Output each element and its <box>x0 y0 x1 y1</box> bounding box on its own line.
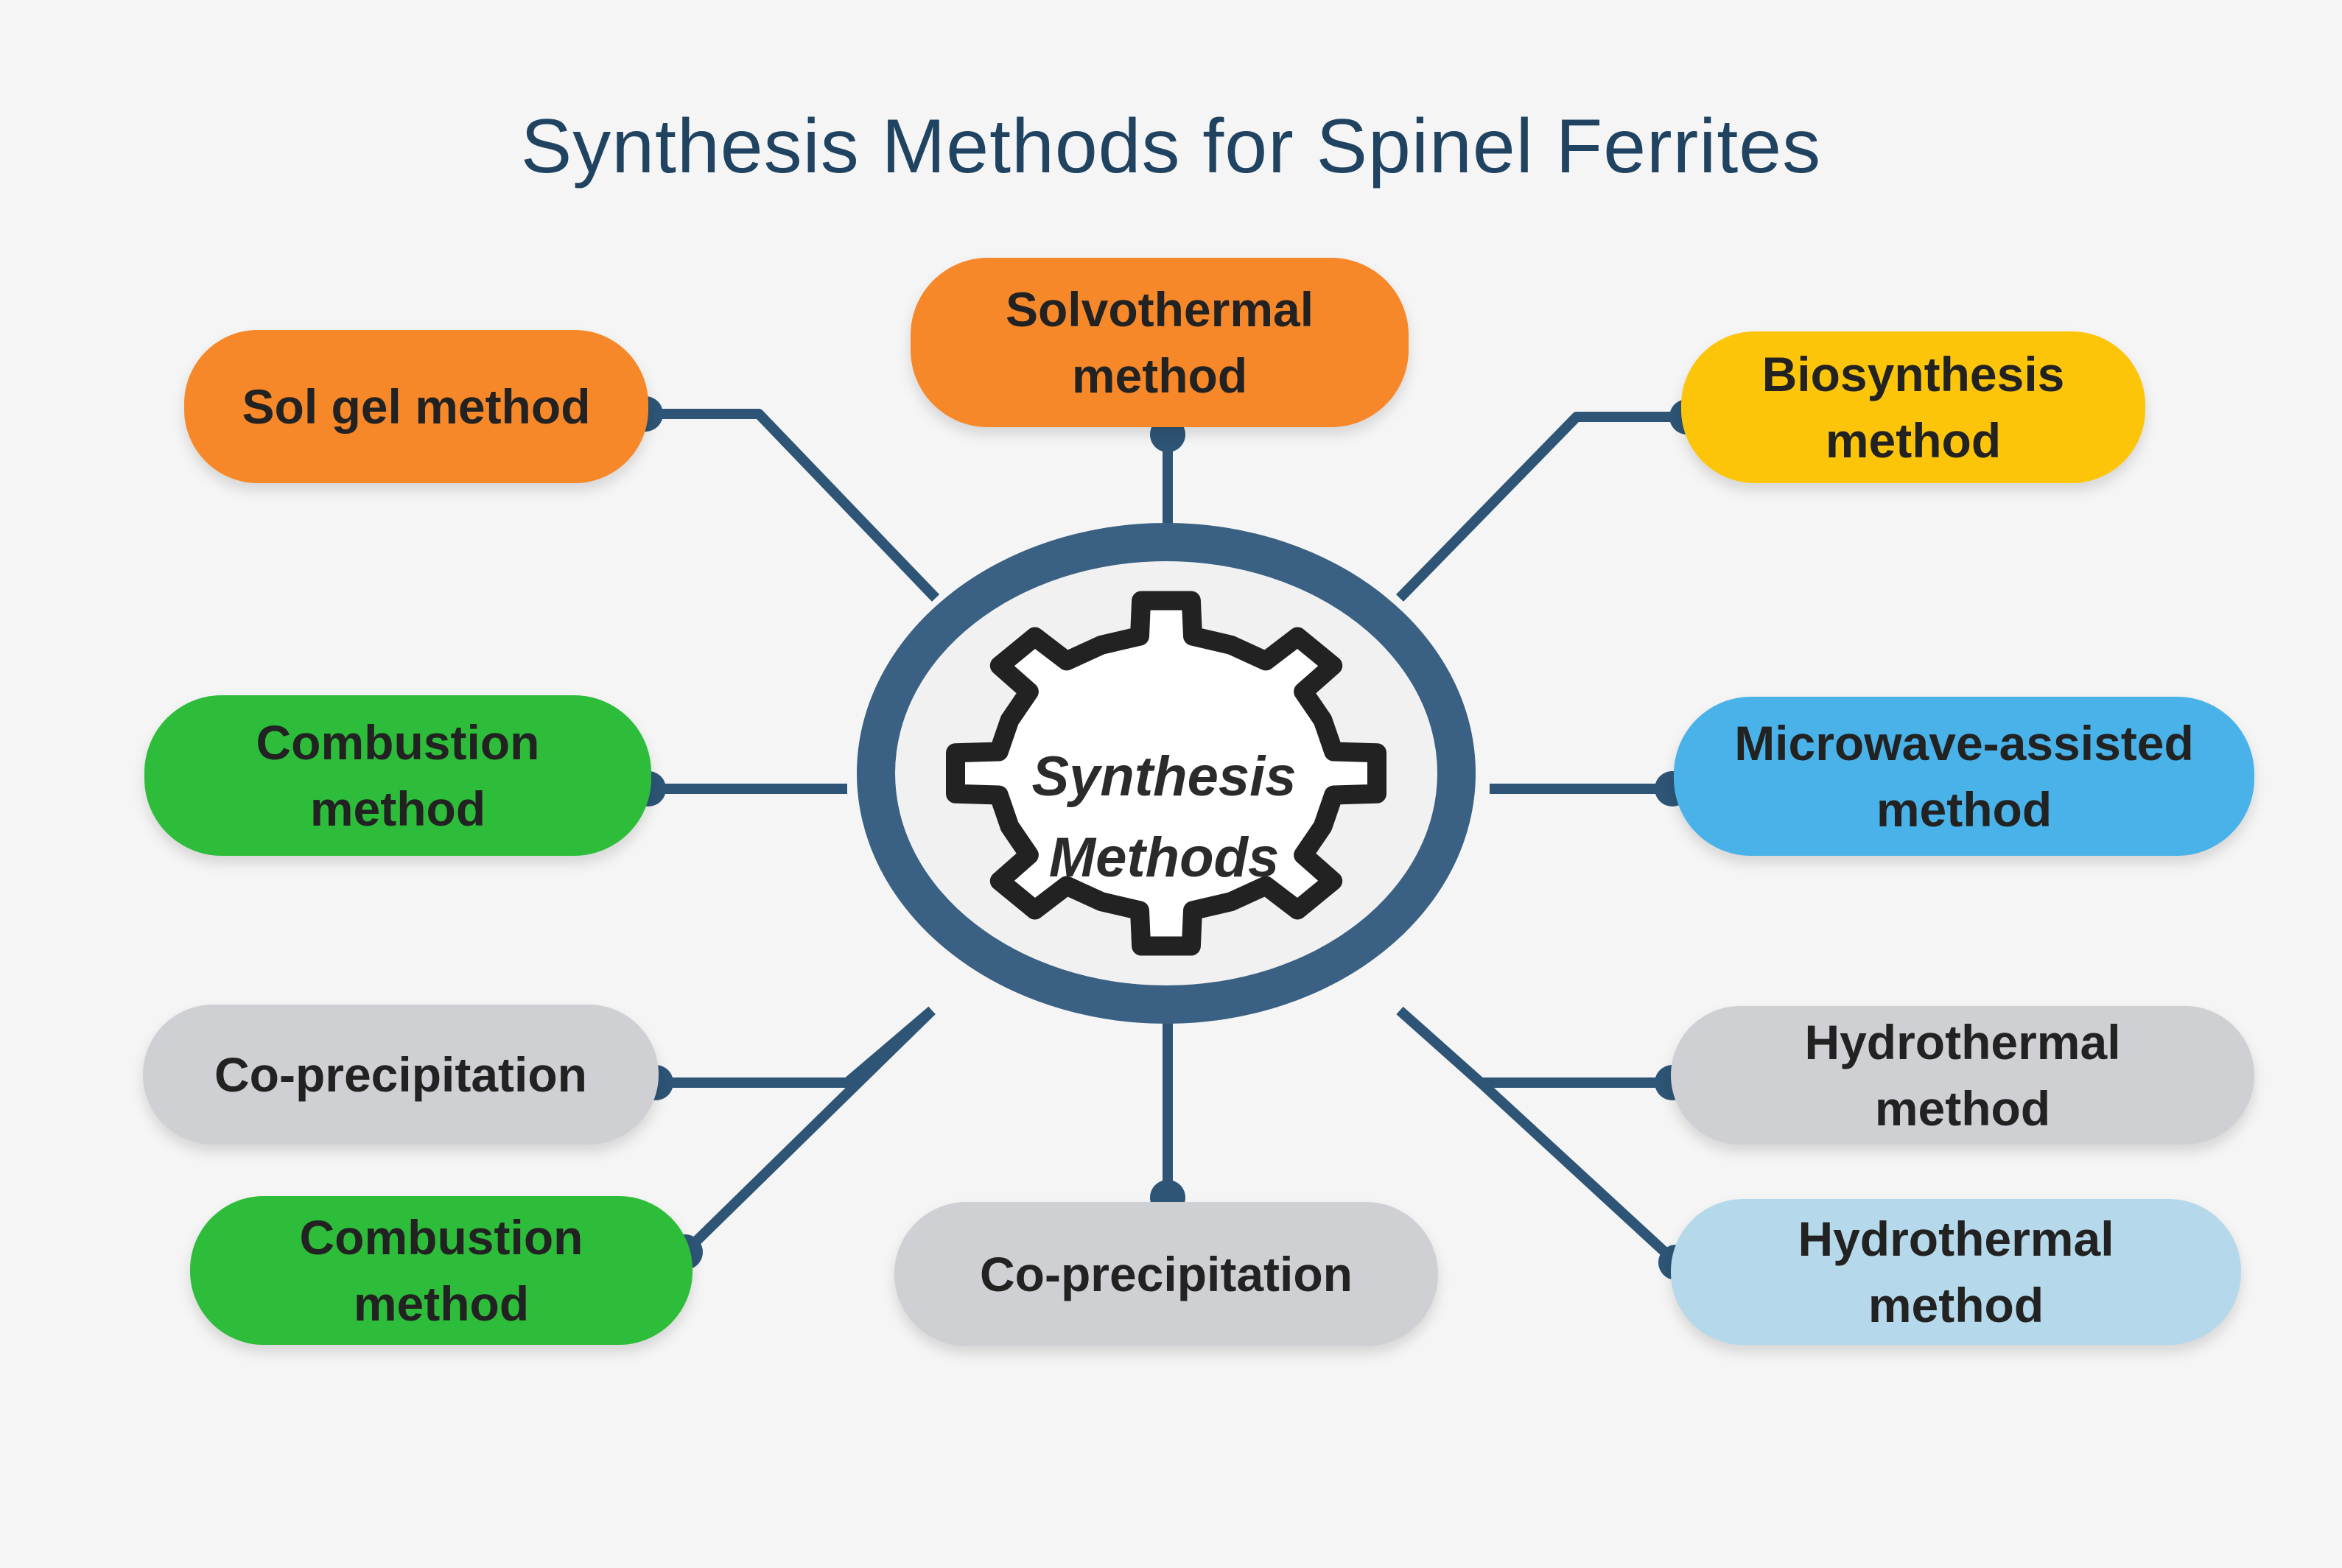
node-label: Co-precipitation <box>214 1047 587 1102</box>
node-combustion-method-2: Combustion method <box>190 1196 693 1345</box>
node-label: Sol gel method <box>242 379 591 434</box>
node-combustion-method: Combustion method <box>144 695 651 856</box>
hub-ring <box>857 523 1476 1024</box>
node-sol-gel-method: Sol gel method <box>184 330 648 483</box>
node-label: Solvothermal method <box>1005 282 1314 403</box>
diagram-title: Synthesis Methods for Spinel Ferrites <box>520 104 1822 189</box>
node-label: Combustion method <box>256 715 540 836</box>
connector-hydrothermal-2 <box>1477 1078 1680 1267</box>
node-label: Co-precipitation <box>980 1247 1353 1301</box>
connector-biosynthesis <box>1395 412 1687 602</box>
connector-sol-gel <box>645 409 940 602</box>
node-label: Biosynthesis method <box>1761 347 2065 468</box>
node-label: Hydrothermal method <box>1804 1015 2121 1136</box>
node-label: Hydrothermal method <box>1798 1212 2114 1332</box>
node-hydrothermal-method-2: Hydrothermal method <box>1671 1199 2241 1345</box>
node-hydrothermal-method: Hydrothermal method <box>1671 1006 2254 1145</box>
node-co-precipitation-2: Co-precipitation <box>894 1202 1438 1346</box>
hub-label: Synthesis Methods <box>1031 745 1297 889</box>
node-biosynthesis-method: Biosynthesis method <box>1681 331 2145 483</box>
gear-icon <box>946 591 1386 956</box>
node-co-precipitation: Co-precipitation <box>143 1005 659 1145</box>
node-microwave-assisted-method: Microwave-assisted method <box>1674 697 2254 856</box>
node-label: Microwave-assisted method <box>1734 716 2194 837</box>
node-label: Combustion method <box>299 1210 583 1331</box>
node-solvothermal-method: Solvothermal method <box>911 258 1409 427</box>
connector-combustion-2 <box>681 1006 936 1256</box>
